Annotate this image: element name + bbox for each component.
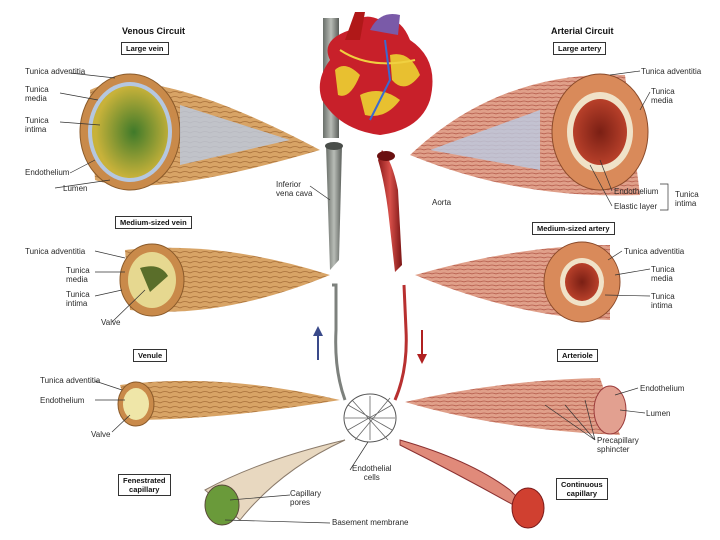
fenestrated-capillary-illustration: [205, 440, 345, 525]
medium-vein-illustration: [120, 244, 330, 316]
venule-tunica-adventitia-label: Tunica adventitia: [40, 376, 100, 385]
venous-circuit-title: Venous Circuit: [122, 26, 185, 36]
artery-endothelium-label: Endothelium: [614, 187, 658, 196]
arteriole-box: Arteriole: [557, 349, 598, 362]
medium-vein-tunica-adventitia-label: Tunica adventitia: [25, 247, 85, 256]
arteriole-lumen-label: Lumen: [646, 409, 670, 418]
venule-box: Venule: [133, 349, 167, 362]
arteriole-endothelium-label: Endothelium: [640, 384, 684, 393]
vein-tunica-adventitia-label: Tunica adventitia: [25, 67, 85, 76]
vein-lumen-label: Lumen: [63, 184, 87, 193]
capillary-bed: [344, 394, 396, 442]
arteriole-illustration: [405, 378, 626, 435]
arterial-circuit-title: Arterial Circuit: [551, 26, 614, 36]
aorta-tube: [377, 150, 406, 400]
large-vein-illustration: [80, 74, 320, 190]
venule-illustration: [118, 381, 340, 426]
basement-membrane-label: Basement membrane: [332, 518, 408, 527]
venule-endothelium-label: Endothelium: [40, 396, 84, 405]
continuous-capillary-illustration: [400, 440, 544, 528]
medium-artery-tunica-adventitia-label: Tunica adventitia: [624, 247, 684, 256]
medium-vein-valve-label: Valve: [101, 318, 120, 327]
large-artery-illustration: [410, 74, 648, 196]
up-arrow-icon: [313, 326, 323, 336]
down-arrow-icon: [417, 354, 427, 364]
elastic-layer-label: Elastic layer: [614, 202, 657, 211]
medium-vein-box: Medium-sized vein: [115, 216, 192, 229]
medium-artery-illustration: [415, 242, 620, 322]
vein-endothelium-label: Endothelium: [25, 168, 69, 177]
aorta-label: Aorta: [432, 198, 451, 207]
medium-artery-box: Medium-sized artery: [532, 222, 615, 235]
blood-flow-arrows: [313, 326, 427, 364]
venule-valve-label: Valve: [91, 430, 110, 439]
artery-tunica-adventitia-label: Tunica adventitia: [641, 67, 701, 76]
large-vein-box: Large vein: [121, 42, 169, 55]
large-artery-box: Large artery: [553, 42, 606, 55]
